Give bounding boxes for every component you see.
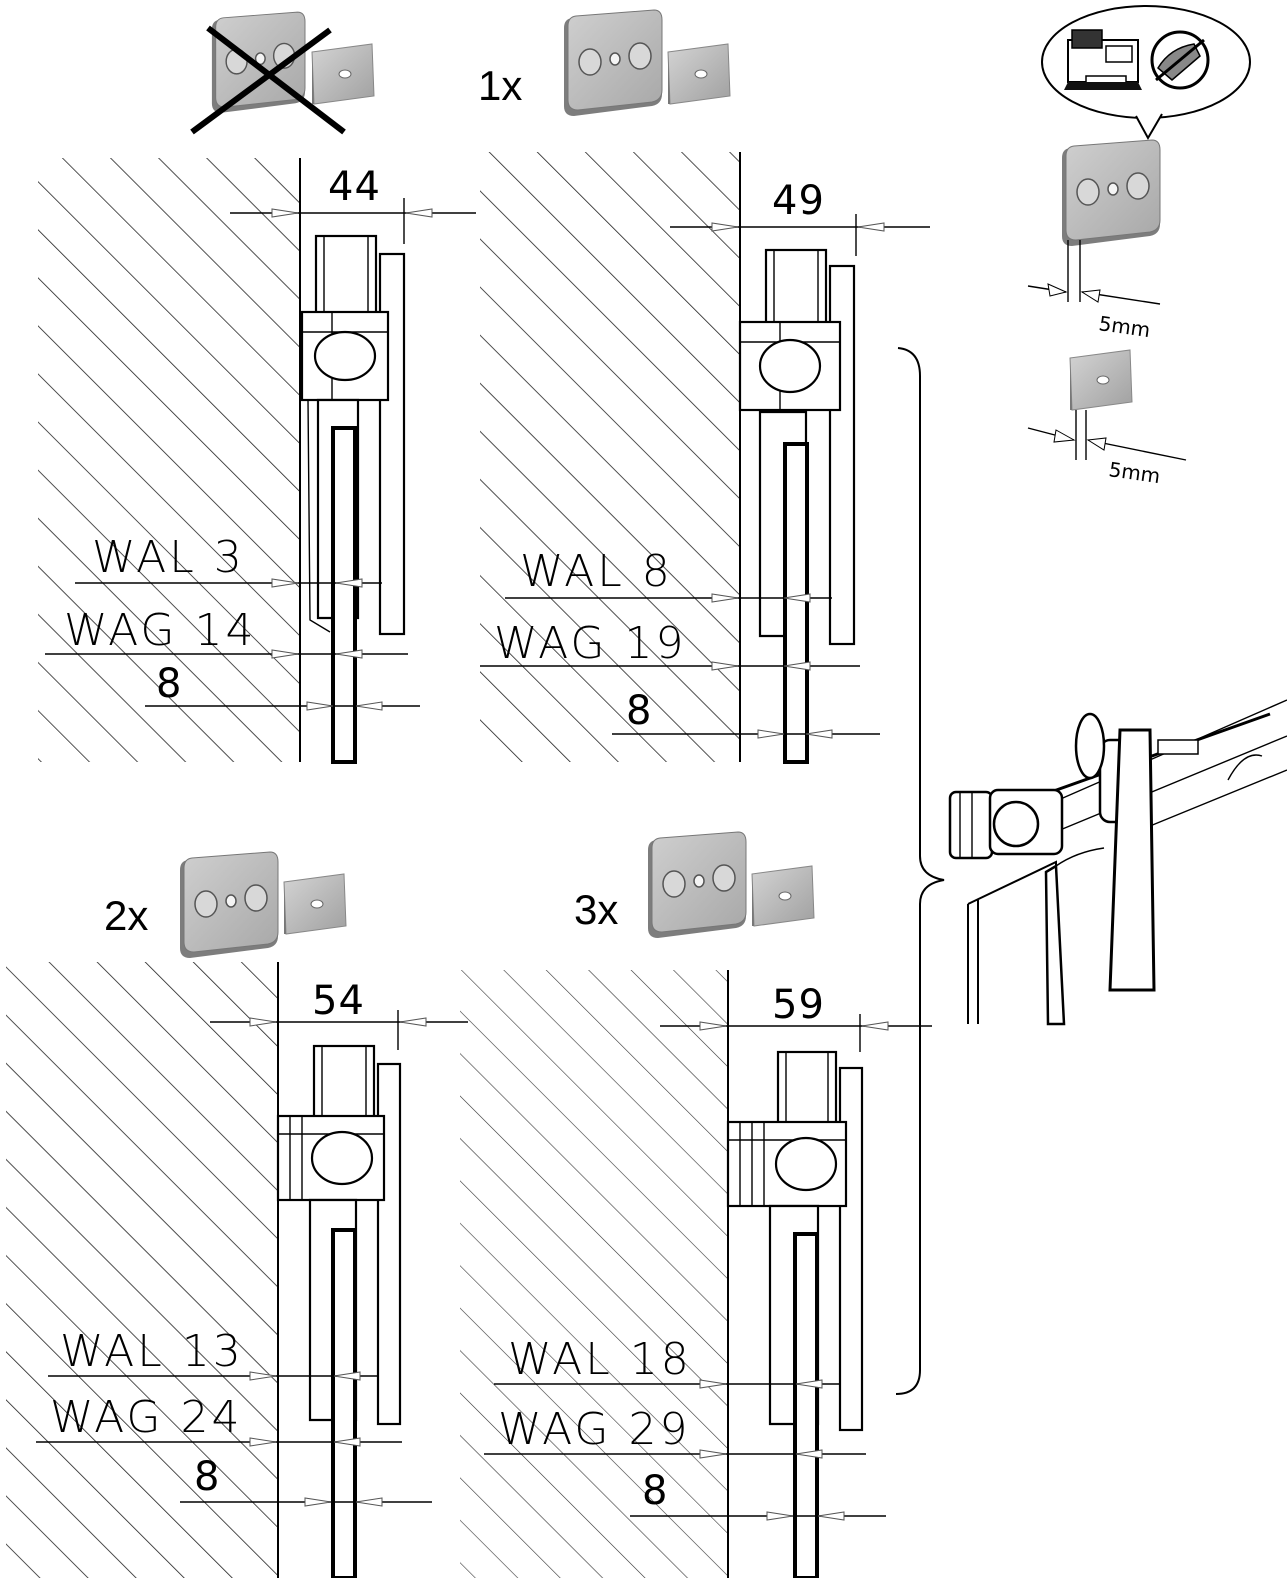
wag-label: WAG 14 [64,605,257,656]
cross-line-2 [190,27,332,135]
wall-hatch [6,962,278,1578]
wag-label: WAG 29 [498,1404,691,1455]
top-dimension: 44 [328,164,381,210]
top-dimension: 49 [772,178,825,224]
top-dimension: 54 [312,978,365,1024]
spacer-plate [647,831,747,939]
spacer-plate [563,9,663,117]
wall-hatch [480,152,740,762]
wall-hatch [38,158,300,762]
spacer-block [667,43,731,105]
spacer-detail: 5mm 5mm [1027,5,1251,488]
spacer-set-crossed [190,11,375,135]
wag-label: WAG 24 [50,1392,243,1443]
wal-label: WAL 18 [508,1334,692,1385]
spacer-plate [179,851,279,959]
plate-thickness: 5mm [1097,311,1152,342]
block-thickness: 5mm [1107,457,1162,488]
spacer-block [311,43,375,105]
wal-label: WAL 13 [60,1326,244,1377]
printer-icon [1064,29,1142,90]
count-label: 3x [574,886,618,933]
panel-one-spacer: 1x 49 WAL 8 WAG 19 8 [478,9,930,764]
panel-three-spacers: 3x 59 WAL 18 WAG 29 [460,831,932,1578]
roller-assembly [276,1044,402,1578]
gap-label: 8 [156,661,182,707]
isometric-hardware-view [948,699,1287,1026]
count-label: 2x [104,892,148,939]
top-dimension: 59 [772,982,825,1028]
spacer-block-detail [1069,349,1133,411]
roller-assembly [300,234,406,764]
panel-no-spacer: 44 WAL 3 WAG 14 8 [38,11,476,764]
spacer-block [751,865,815,927]
cross-line-1 [206,25,346,135]
roller-assembly [726,1050,864,1578]
spacer-plate-detail [1061,139,1161,247]
wall-hatch [460,970,728,1578]
wag-label: WAG 19 [494,618,687,669]
panel-two-spacers: 2x 54 WAL 13 WAG 24 8 [6,851,468,1578]
group-bracket [895,347,945,1395]
wal-label: WAL 3 [92,532,245,583]
hand-payment-icon [1150,30,1210,90]
wal-label: WAL 8 [520,546,673,597]
spacer-block [283,873,347,935]
gap-label: 8 [626,688,652,734]
count-label: 1x [478,62,522,109]
roller-assembly [738,248,856,764]
gap-label: 8 [642,1468,668,1514]
gap-label: 8 [194,1454,220,1500]
